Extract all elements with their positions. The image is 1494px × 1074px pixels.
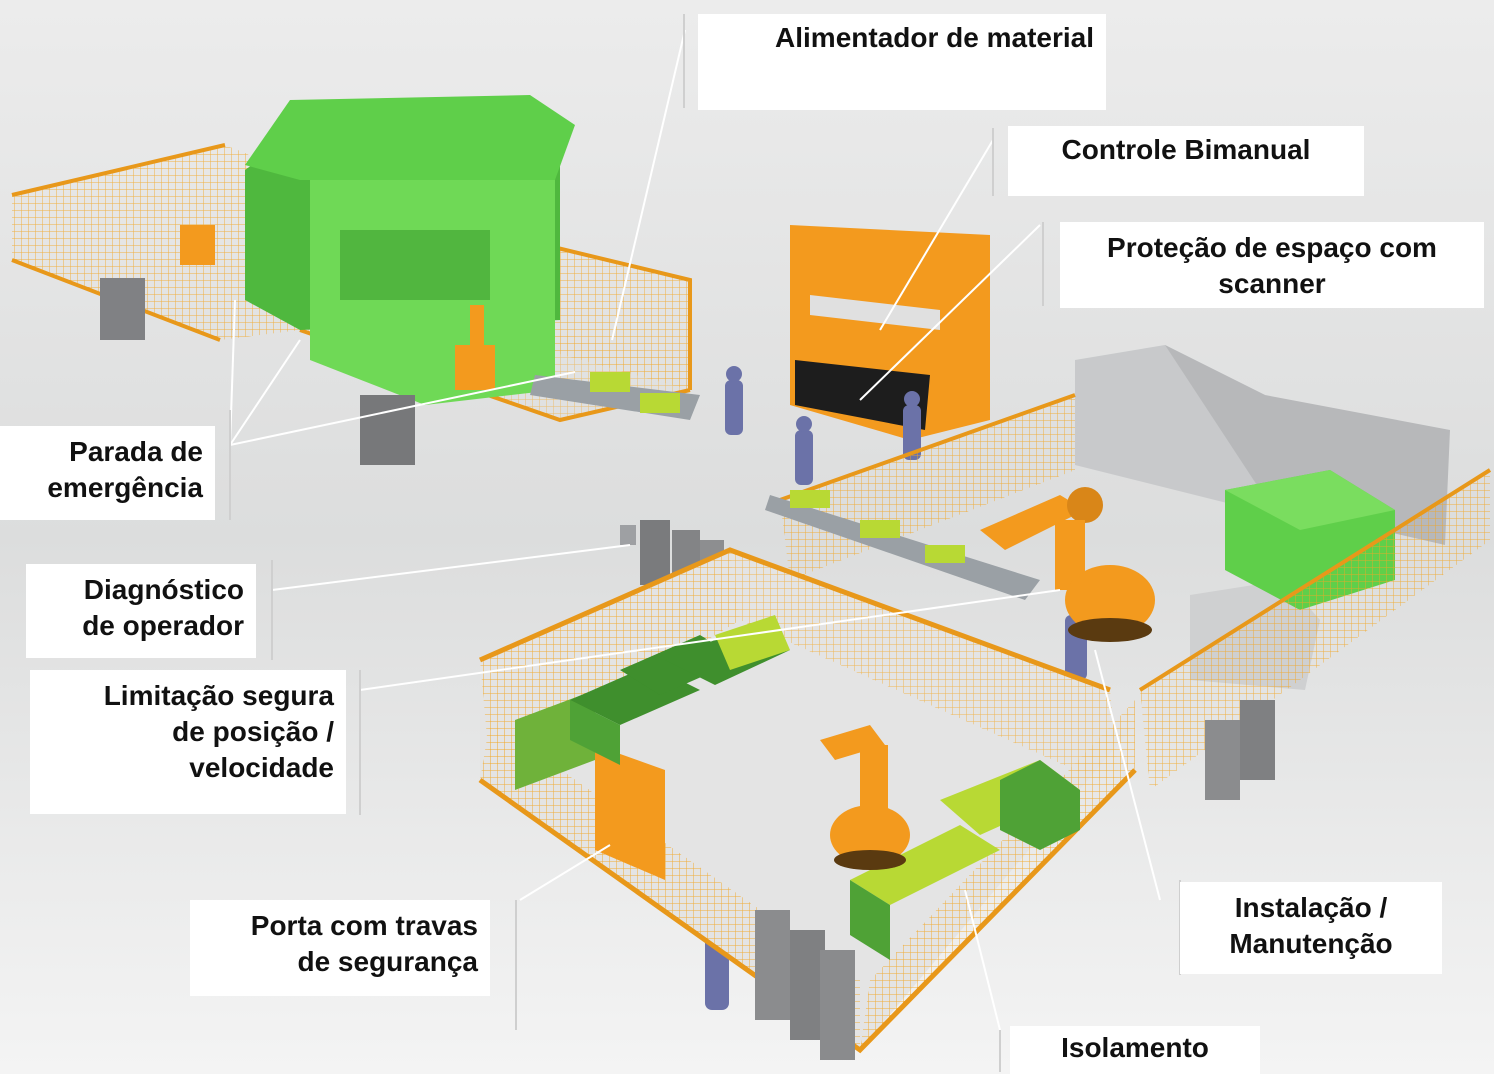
label-line: Diagnóstico xyxy=(83,574,244,605)
label-safe-position-speed-limit: Limitação segura de posição / velocidade xyxy=(30,670,346,814)
label-line: de posição / xyxy=(172,716,334,747)
conveyor-mid xyxy=(765,490,1040,600)
loading-robot xyxy=(180,225,495,390)
label-two-hand-control: Controle Bimanual xyxy=(1008,126,1364,196)
pallet-stacks xyxy=(515,615,1080,960)
label-isolation: Isolamento xyxy=(1010,1026,1260,1074)
label-line: Limitação segura xyxy=(103,680,334,711)
label-line: Controle Bimanual xyxy=(1061,134,1311,165)
label-line: Alimentador de material xyxy=(775,22,1094,53)
label-area-scanner-protection: Proteção de espaço com scanner xyxy=(1060,222,1484,308)
label-operator-diagnostics: Diagnóstico de operador xyxy=(26,564,256,658)
label-line: de segurança xyxy=(297,946,478,977)
conveyor-left xyxy=(530,372,700,420)
press-machine xyxy=(245,95,575,405)
label-line: Proteção de espaço com xyxy=(1107,232,1437,263)
label-line: Instalação / xyxy=(1234,892,1388,923)
label-installation-maintenance: Instalação / Manutenção xyxy=(1180,882,1442,974)
label-door-safety-locks: Porta com travas de segurança xyxy=(190,900,490,996)
control-cabinets-left xyxy=(100,278,415,465)
label-line: scanner xyxy=(1218,268,1326,299)
label-emergency-stop: Parada de emergência xyxy=(0,426,215,520)
label-line: Porta com travas xyxy=(250,910,478,941)
safety-door xyxy=(595,745,665,880)
label-line: Parada de xyxy=(69,436,203,467)
label-line: Manutenção xyxy=(1229,928,1393,959)
press-brake xyxy=(790,225,990,440)
label-line: emergência xyxy=(47,472,203,503)
welding-robot xyxy=(980,487,1155,642)
machine-housings-right xyxy=(1075,345,1450,690)
label-line: de operador xyxy=(82,610,244,641)
leader-lines xyxy=(229,29,1161,1031)
palletizing-robot xyxy=(820,725,910,870)
label-line: velocidade xyxy=(189,752,334,783)
label-material-feeder: Alimentador de material xyxy=(698,14,1106,110)
label-line: Isolamento xyxy=(1061,1032,1209,1063)
control-cabinets-bottom xyxy=(755,700,1275,1060)
